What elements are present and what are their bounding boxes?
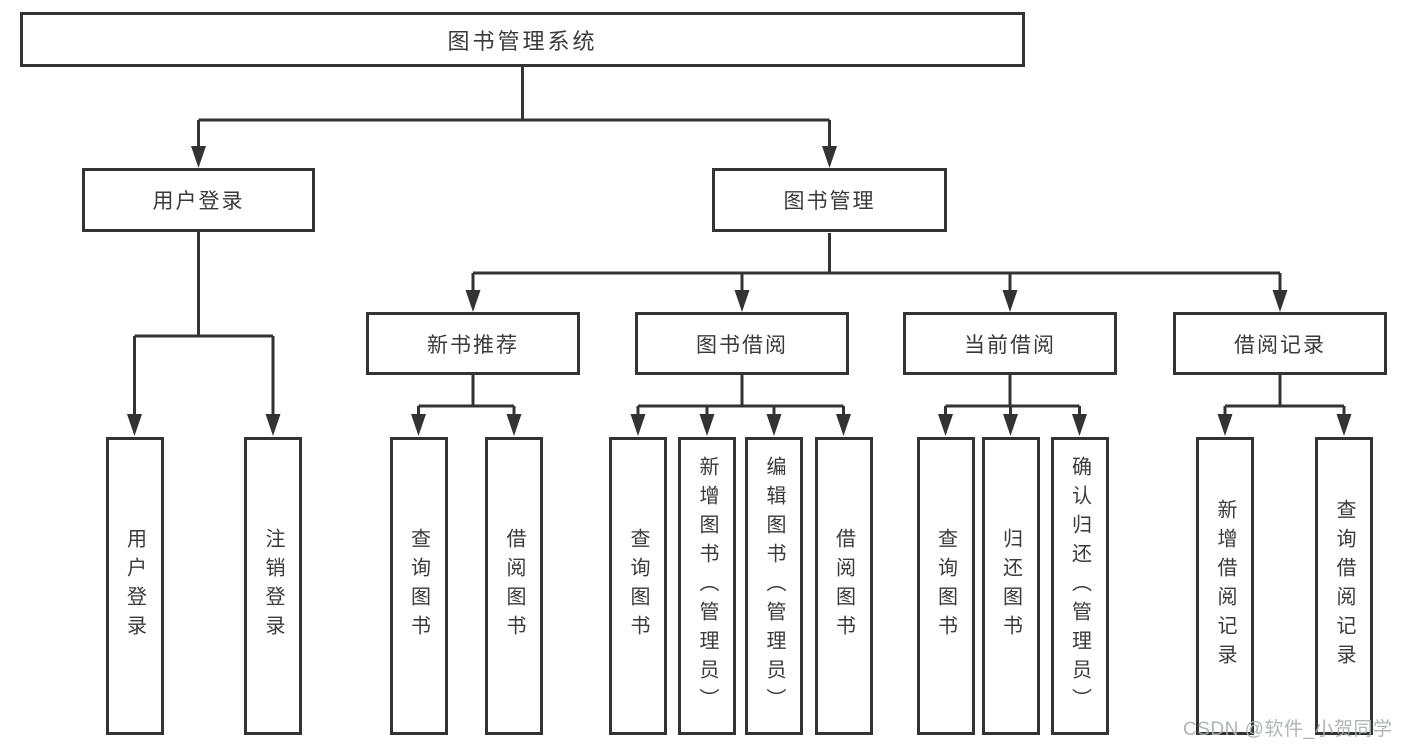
- leaf-current-query-book: 查询图书: [916, 437, 975, 735]
- node-label: 图书借阅: [696, 333, 788, 357]
- node-label: 新书推荐: [427, 333, 519, 357]
- leaf-borrow-add-book-admin: 新增图书（管理员）: [678, 437, 736, 735]
- node-label: 注销登录: [262, 528, 284, 644]
- leaf-logout-login: 注销登录: [244, 437, 302, 735]
- node-user-login-branch: 用户登录: [82, 168, 315, 232]
- node-label: 编辑图书（管理员）: [763, 455, 785, 717]
- node-label: 图书管理: [783, 190, 876, 213]
- node-book-management-system: 图书管理系统: [20, 12, 1025, 67]
- node-current-borrow: 当前借阅: [903, 312, 1117, 375]
- node-label: 用户登录: [152, 190, 245, 213]
- node-label: 当前借阅: [964, 333, 1056, 357]
- csdn-watermark: CSDN @软件_小贺同学: [1183, 719, 1393, 740]
- node-book-borrow: 图书借阅: [635, 312, 849, 375]
- leaf-records-query-record: 查询借阅记录: [1315, 437, 1373, 735]
- node-label: 借阅图书: [503, 528, 525, 644]
- node-label: 查询图书: [627, 528, 649, 644]
- node-borrow-records: 借阅记录: [1173, 312, 1387, 375]
- node-label: 借阅图书: [832, 528, 855, 644]
- node-label: 新增借阅记录: [1214, 499, 1236, 673]
- leaf-borrow-borrow-book: 借阅图书: [814, 437, 873, 735]
- leaf-borrow-edit-book-admin: 编辑图书（管理员）: [745, 437, 803, 735]
- node-book-management-branch: 图书管理: [712, 168, 947, 232]
- node-label: 查询图书: [934, 528, 957, 644]
- node-label: 查询借阅记录: [1333, 499, 1355, 673]
- leaf-user-login: 用户登录: [105, 437, 164, 735]
- leaf-newbook-borrow-book: 借阅图书: [485, 437, 543, 735]
- leaf-borrow-query-book: 查询图书: [609, 437, 667, 735]
- node-new-book-recommend: 新书推荐: [366, 312, 580, 375]
- node-label: 用户登录: [123, 528, 146, 644]
- node-label: 查询图书: [407, 528, 430, 644]
- node-label: 确认归还（管理员）: [1068, 455, 1091, 717]
- arrowheads: [127, 146, 1352, 436]
- leaf-current-confirm-return-admin: 确认归还（管理员）: [1050, 437, 1109, 735]
- node-label: 归还图书: [999, 528, 1022, 644]
- node-label: 借阅记录: [1234, 333, 1326, 357]
- leaf-records-add-record: 新增借阅记录: [1196, 437, 1254, 735]
- leaf-current-return-book: 归还图书: [981, 437, 1040, 735]
- node-label: 新增图书（管理员）: [696, 455, 718, 717]
- node-label: 图书管理系统: [447, 28, 598, 54]
- leaf-newbook-query-book: 查询图书: [389, 437, 448, 735]
